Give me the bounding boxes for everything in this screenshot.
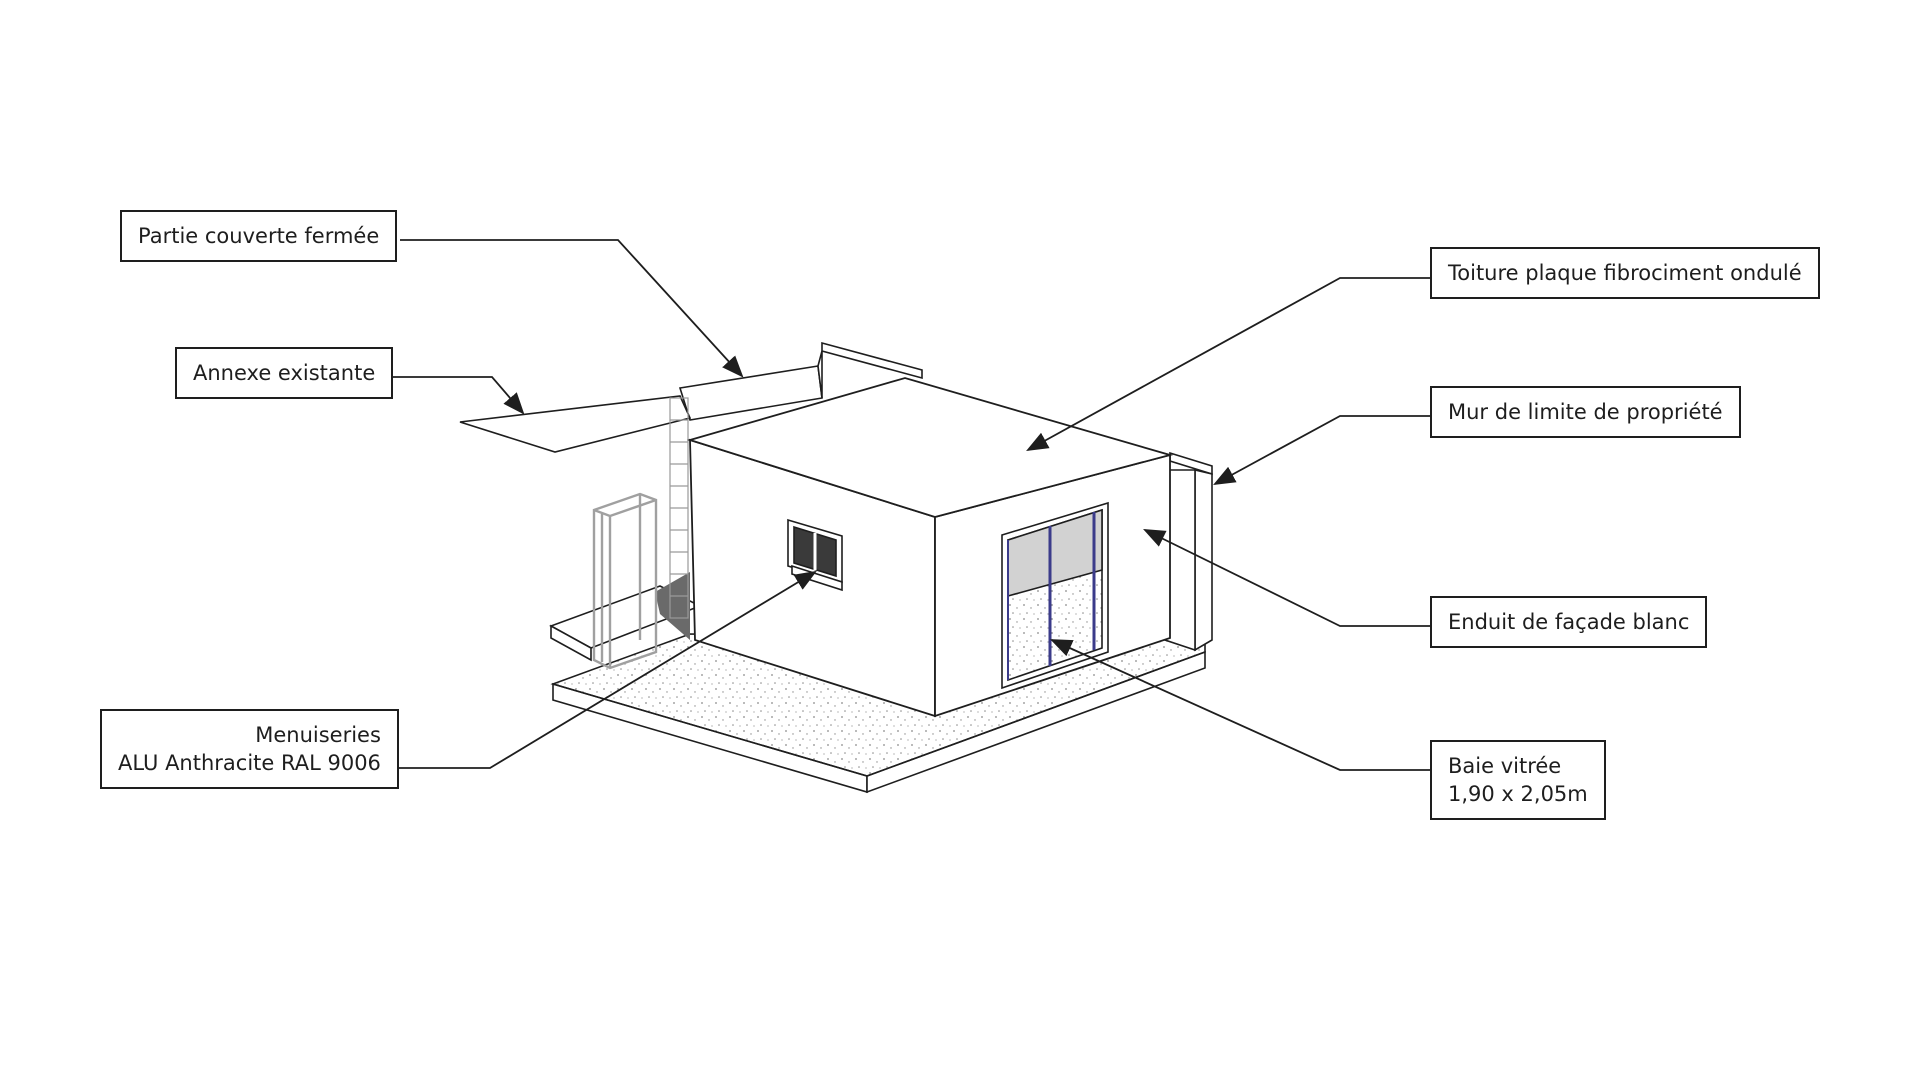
leader-annexe <box>390 376 525 415</box>
existing-annex-roof <box>459 395 692 453</box>
label-baie: Baie vitrée 1,90 x 2,05m <box>1430 740 1606 820</box>
leader-mur-limite <box>1213 415 1430 486</box>
label-annexe-text: Annexe existante <box>193 361 376 385</box>
bay-window <box>1001 501 1109 690</box>
label-mur-limite: Mur de limite de propriété <box>1430 386 1741 438</box>
shadow <box>655 572 690 640</box>
leader-baie <box>1049 639 1430 771</box>
label-baie-line1: Baie vitrée <box>1448 754 1562 778</box>
leader-menuiseries <box>393 570 817 769</box>
leader-enduit <box>1143 529 1430 627</box>
door-frame <box>592 492 658 670</box>
property-wall-top <box>821 341 923 380</box>
lattice-post <box>669 397 689 619</box>
label-menuiseries-line1: Menuiseries <box>255 723 381 747</box>
label-partie-couverte-text: Partie couverte fermée <box>138 224 380 248</box>
leader-partie-couverte <box>400 239 744 378</box>
label-annexe: Annexe existante <box>175 347 394 399</box>
label-enduit-text: Enduit de façade blanc <box>1448 610 1690 634</box>
extension-roof <box>686 377 1174 518</box>
small-window <box>787 518 843 592</box>
label-menuiseries: Menuiseries ALU Anthracite RAL 9006 <box>100 709 399 789</box>
label-menuiseries-line2: ALU Anthracite RAL 9006 <box>118 751 381 775</box>
label-toiture-text: Toiture plaque fibrociment ondulé <box>1448 261 1802 285</box>
leader-lines <box>390 239 1430 771</box>
label-partie-couverte: Partie couverte fermée <box>120 210 398 262</box>
label-mur-limite-text: Mur de limite de propriété <box>1448 400 1723 424</box>
label-toiture: Toiture plaque fibrociment ondulé <box>1430 247 1820 299</box>
label-enduit: Enduit de façade blanc <box>1430 596 1708 648</box>
label-baie-line2: 1,90 x 2,05m <box>1448 782 1588 806</box>
property-wall-right-face <box>1194 468 1213 652</box>
leader-toiture <box>1026 277 1430 452</box>
